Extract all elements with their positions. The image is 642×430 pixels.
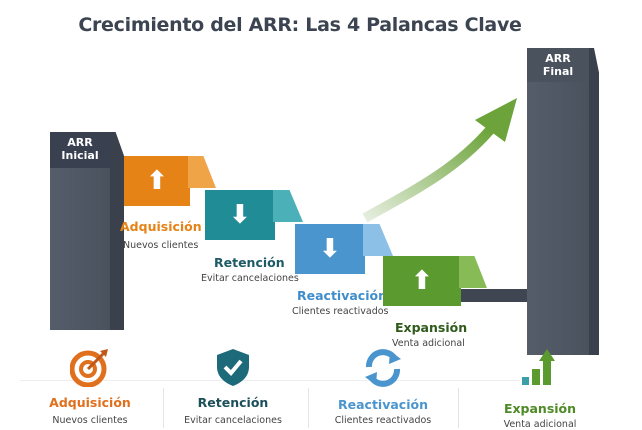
divider	[458, 388, 459, 428]
legend-retencion-label: Retención	[197, 395, 269, 410]
legend-adquisicion-label: Adquisición	[49, 395, 131, 410]
arr-final-bar-side	[589, 48, 599, 355]
retencion-label: Retención	[214, 255, 285, 270]
arr-final-line1: ARR	[545, 52, 571, 65]
adquisicion-label: Adquisición	[120, 219, 202, 234]
legend-reactivacion-label: Reactivación	[338, 397, 428, 412]
divider	[163, 388, 164, 428]
arrow-down-icon: ⬇	[229, 200, 251, 230]
legend-reactivacion-sub: Clientes reactivados	[334, 415, 432, 426]
arr-initial-label: ARR Inicial	[50, 132, 110, 168]
shield-check-icon	[217, 349, 249, 386]
refresh-icon	[365, 349, 401, 387]
expansion-block: ⬆	[383, 256, 461, 306]
expansion-label: Expansión	[395, 320, 468, 335]
page-title: Crecimiento del ARR: Las 4 Palancas Clav…	[78, 14, 522, 36]
adquisicion-fold	[188, 156, 216, 188]
reactivacion-label: Reactivación	[297, 288, 387, 303]
arrow-down-icon: ⬇	[319, 234, 341, 264]
target-icon	[70, 349, 108, 387]
connector	[460, 289, 527, 302]
retencion-sub: Evitar cancelaciones	[201, 273, 299, 284]
legend-expansion-label: Expansión	[503, 401, 577, 416]
retencion-fold	[273, 190, 303, 222]
arrow-up-icon: ⬆	[146, 166, 168, 196]
expansion-sub: Venta adicional	[392, 338, 465, 349]
adquisicion-block: ⬆	[124, 156, 190, 206]
adquisicion-sub: Nuevos clientes	[123, 240, 199, 251]
growth-chart-icon	[522, 349, 555, 385]
legend-adquisicion-sub: Nuevos clientes	[52, 415, 128, 426]
arr-final-line2: Final	[542, 65, 574, 78]
legend-expansion-sub: Venta adicional	[503, 419, 577, 430]
bottom-separator	[20, 380, 520, 381]
arr-final-label: ARR Final	[527, 48, 589, 82]
legend-retencion-sub: Evitar cancelaciones	[184, 415, 282, 426]
divider	[308, 388, 309, 428]
arr-initial-line2: Inicial	[61, 149, 99, 162]
arr-final-bar	[527, 48, 589, 355]
arr-initial-bar-side	[110, 132, 124, 330]
arr-initial-line1: ARR	[67, 136, 93, 149]
reactivacion-sub: Clientes reactivados	[292, 306, 389, 317]
growth-arrow-icon	[362, 98, 517, 223]
arrow-up-icon: ⬆	[411, 266, 433, 296]
retencion-block: ⬇	[205, 190, 275, 240]
expansion-fold	[459, 256, 487, 288]
reactivacion-block: ⬇	[295, 224, 365, 274]
